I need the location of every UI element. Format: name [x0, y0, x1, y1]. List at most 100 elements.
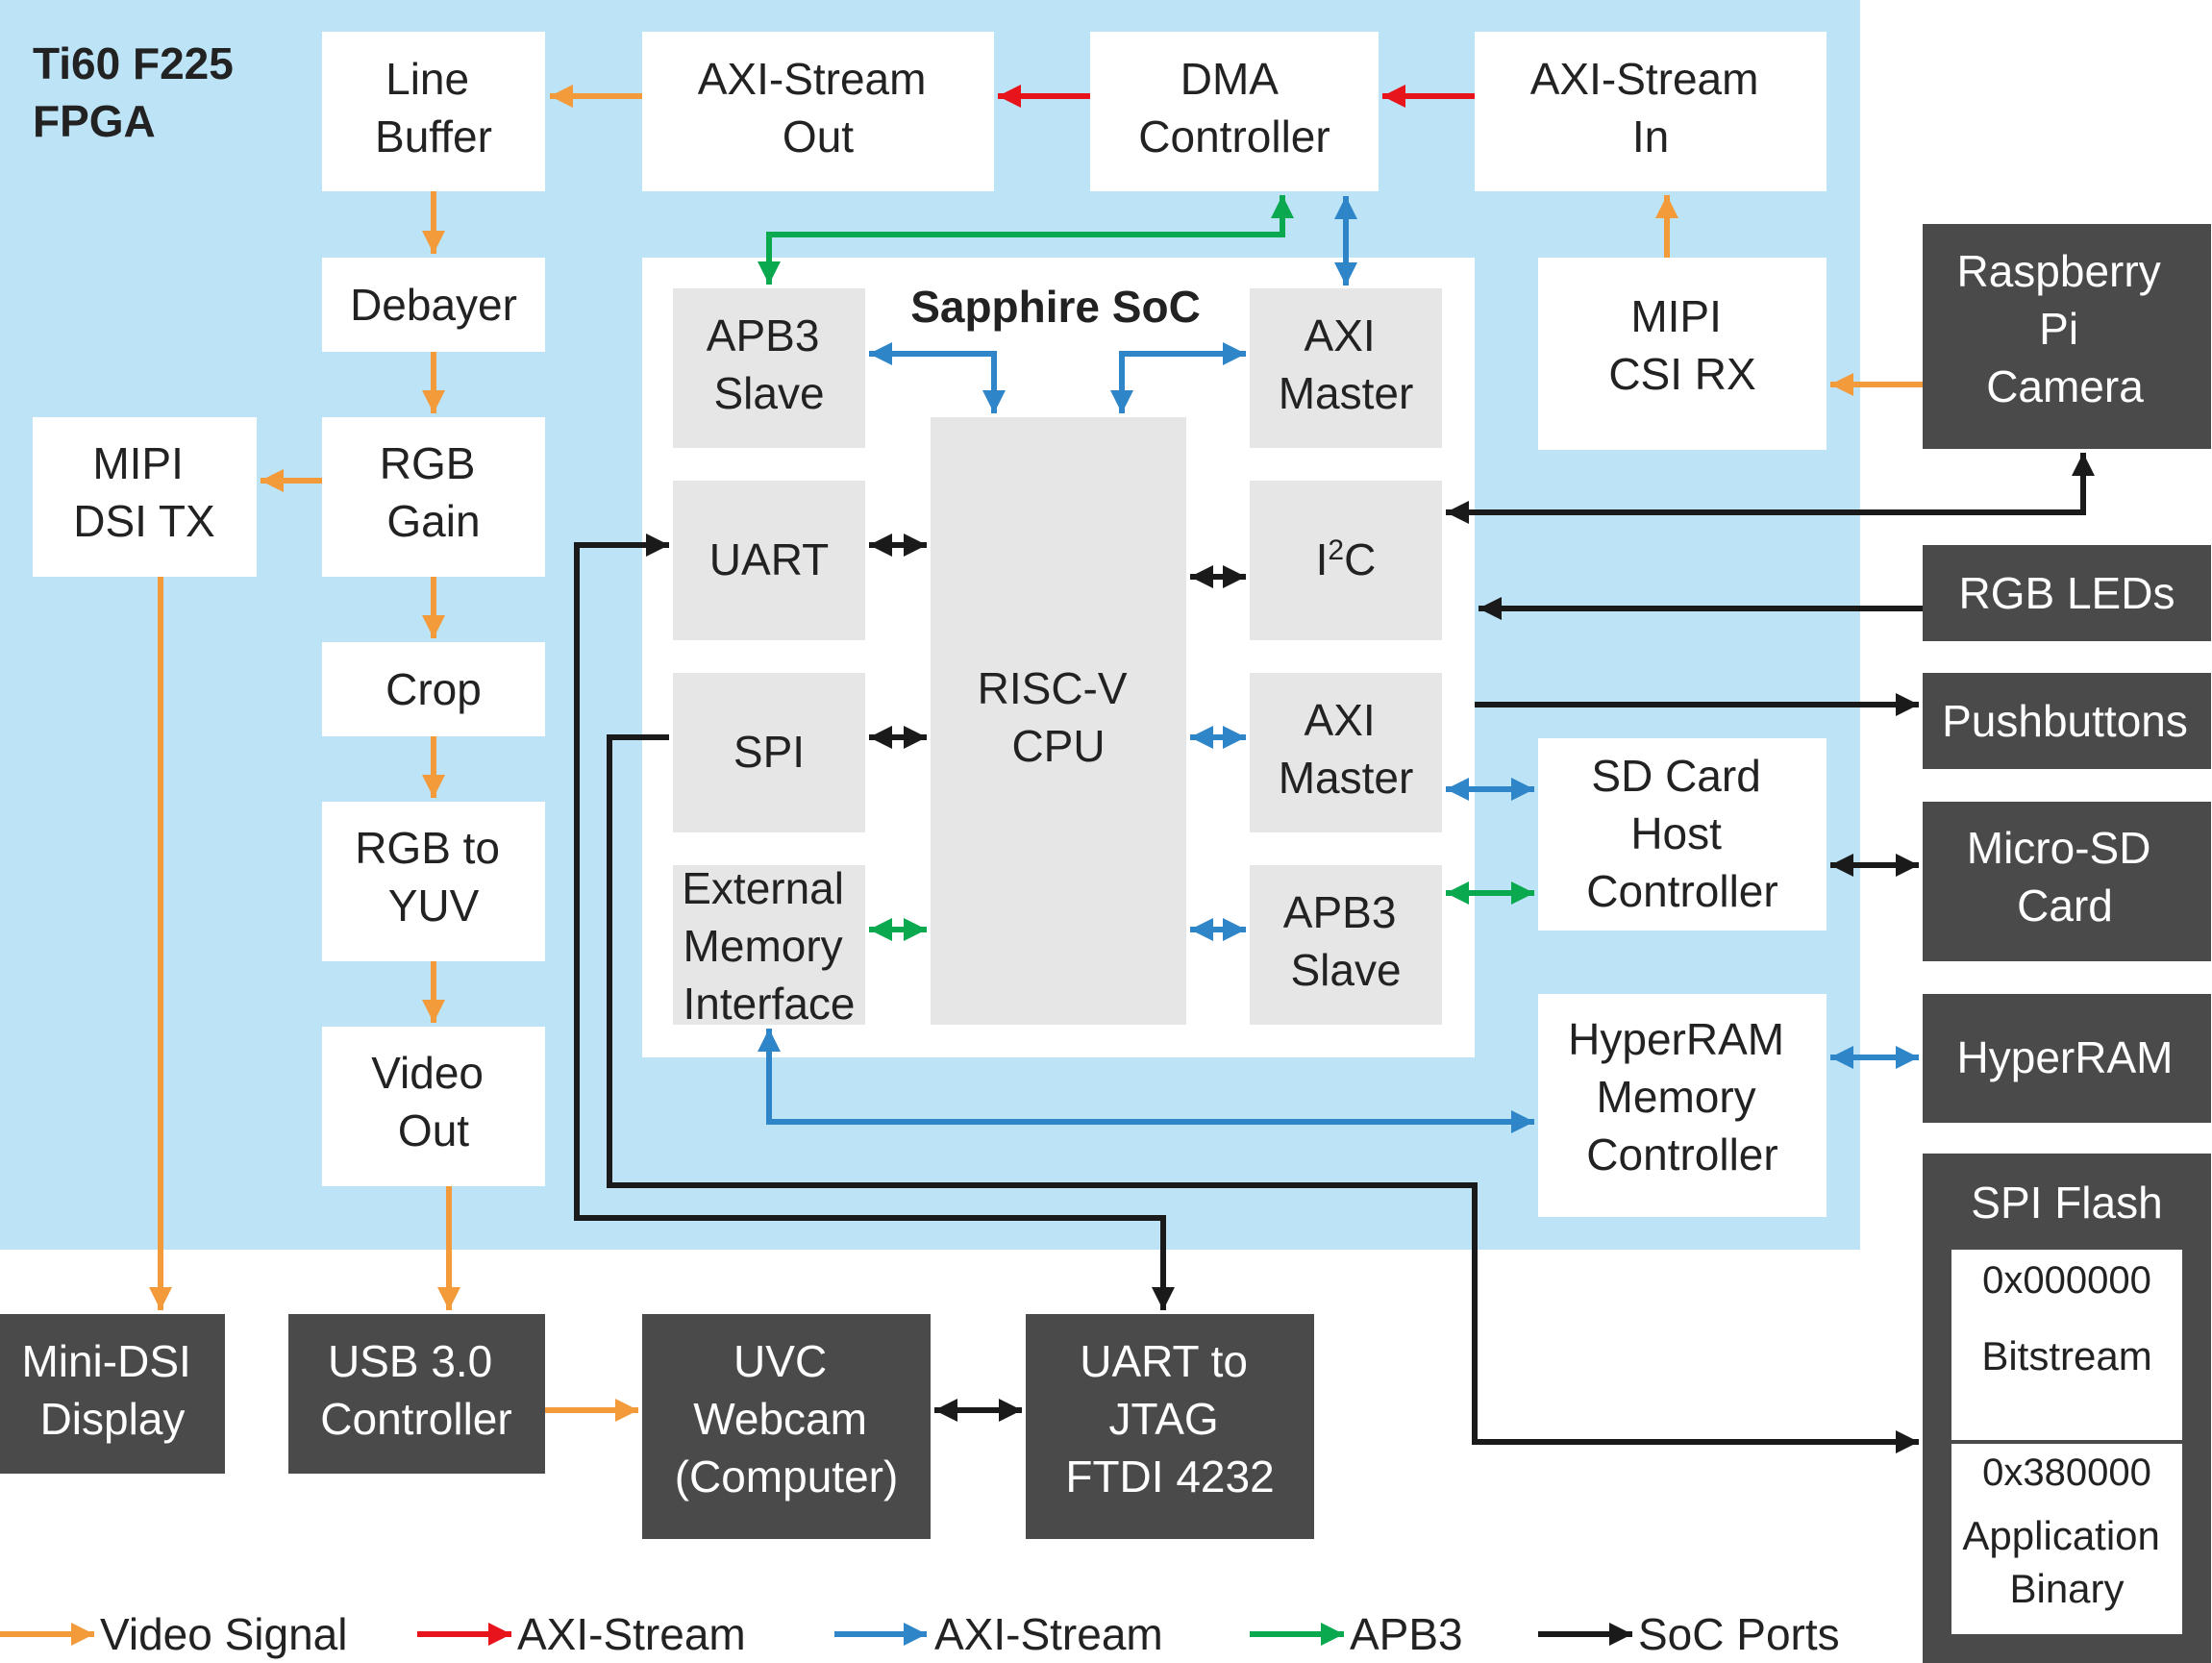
hyperram-ctrl-line-2: Memory [1597, 1072, 1756, 1122]
hyperram-memory-controller-block: HyperRAM Memory Controller [1538, 994, 1827, 1217]
axi-master-top-block: AXI Master [1250, 288, 1442, 448]
axi-master-mid-line-2: Master [1279, 753, 1414, 803]
apb3-slave-top-line-2: Slave [713, 368, 824, 418]
soc-port-arrow-i2c-to-camera [1446, 453, 2095, 524]
sd-card-host-controller-block: SD Card Host Controller [1538, 738, 1827, 931]
i2c-block: I2C [1250, 481, 1442, 640]
spi-flash-label-2-line-2: Binary [2009, 1566, 2124, 1611]
axis-out-block: AXI-Stream Out [642, 32, 994, 191]
mipi-dsi-tx-text: MIPI DSI TX [73, 438, 214, 546]
spi-flash-label-2: Application Binary [1962, 1513, 2171, 1611]
spi-text: SPI [733, 727, 805, 777]
spi-flash-label-2-line-1: Application [1962, 1513, 2159, 1558]
rgb-gain-block: RGB Gain [322, 417, 545, 577]
mini-dsi-text: Mini-DSI Display [21, 1336, 203, 1444]
apb3-green-arrow-dma-to-apb3-slave [758, 195, 1294, 285]
fpga-label-line-2: FPGA [33, 96, 156, 146]
mipi-csi-rx-block: MIPI CSI RX [1538, 258, 1827, 450]
mipi-dsi-tx-line-2: DSI TX [73, 496, 214, 546]
axi-blue-arrow-apb3-slave-to-cpu [869, 342, 1006, 413]
uvc-line-3: (Computer) [675, 1452, 899, 1502]
apb3-slave-top-text: APB3 Slave [707, 310, 832, 418]
hyperram-ctrl-line-3: Controller [1586, 1129, 1777, 1179]
debayer-block: Debayer [322, 258, 545, 352]
fpga-label-line-1: Ti60 F225 [33, 38, 234, 88]
usb3-text: USB 3.0 Controller [320, 1336, 511, 1444]
axi-master-mid-block: AXI Master [1250, 673, 1442, 832]
uart-block: UART [673, 481, 865, 640]
rgb-to-yuv-block: RGB to YUV [322, 802, 545, 961]
rgb-gain-line-2: Gain [386, 496, 480, 546]
micro-sd-card-block: Micro-SD Card [1923, 802, 2211, 961]
usb3-line-2: Controller [320, 1394, 511, 1444]
axi-master-mid-line-1: AXI [1305, 695, 1376, 745]
soc-port-arrow-spi-to-flash [607, 734, 1919, 1453]
apb3-slave-top-block: APB3 Slave [673, 288, 865, 448]
dma-line-1: DMA [1181, 54, 1280, 104]
rgb-to-yuv-text: RGB to YUV [355, 823, 512, 931]
axis-out-text: AXI-Stream Out [698, 54, 939, 161]
uvc-text: UVC Webcam (Computer) [675, 1336, 899, 1502]
dma-text: DMA Controller [1138, 54, 1330, 161]
rgb-leds-block: RGB LEDs [1923, 545, 2211, 641]
ext-mem-text: External Memory Interface [682, 863, 857, 1029]
usb3-controller-block: USB 3.0 Controller [288, 1314, 545, 1474]
legend-apb3-label: APB3 [1350, 1609, 1463, 1659]
axi-blue-arrow-cpu-to-axi-master [1110, 342, 1246, 413]
uart-to-jtag-block: UART to JTAG FTDI 4232 [1026, 1314, 1314, 1539]
axi-master-top-line-1: AXI [1305, 310, 1376, 360]
spi-flash-addr-1: 0x000000 [1982, 1259, 2151, 1302]
hyperram-block: HyperRAM [1923, 994, 2211, 1123]
video-out-block: Video Out [322, 1027, 545, 1186]
uart-jtag-text: UART to JTAG FTDI 4232 [1065, 1336, 1274, 1502]
uvc-webcam-block: UVC Webcam (Computer) [642, 1314, 931, 1539]
axi-master-mid-text: AXI Master [1279, 695, 1414, 803]
ext-mem-line-3: Interface [683, 979, 856, 1029]
uart-jtag-line-3: FTDI 4232 [1065, 1452, 1274, 1502]
mipi-csi-rx-text: MIPI CSI RX [1608, 291, 1755, 399]
micro-sd-line-2: Card [2017, 881, 2113, 931]
mini-dsi-line-1: Mini-DSI [21, 1336, 190, 1386]
legend-axis-red-label: AXI-Stream [517, 1609, 746, 1659]
video-out-line-2: Out [398, 1105, 469, 1155]
uart-text: UART [709, 534, 829, 584]
mipi-dsi-tx-block: MIPI DSI TX [33, 417, 257, 577]
mini-dsi-line-2: Display [40, 1394, 186, 1444]
apb3-slave-bottom-block: APB3 Slave [1250, 865, 1442, 1025]
sd-host-line-3: Controller [1586, 866, 1777, 916]
rgb-gain-line-1: RGB [380, 438, 476, 488]
axi-master-top-text: AXI Master [1279, 310, 1414, 418]
axis-in-block: AXI-Stream In [1475, 32, 1827, 191]
ext-mem-line-2: Memory [683, 921, 843, 971]
axis-in-text: AXI-Stream In [1530, 54, 1772, 161]
axis-in-line-1: AXI-Stream [1530, 54, 1759, 104]
legend-axis-blue-label: AXI-Stream [934, 1609, 1163, 1659]
hyperram-ctrl-text: HyperRAM Memory Controller [1568, 1014, 1797, 1179]
apb3-slave-bottom-line-2: Slave [1290, 945, 1401, 995]
apb3-slave-top-line-1: APB3 [707, 310, 820, 360]
raspberry-pi-camera-block: Raspberry Pi Camera [1923, 224, 2211, 449]
hyperram-ctrl-line-1: HyperRAM [1568, 1014, 1784, 1064]
i2c-tail: C [1344, 534, 1376, 584]
hyperram-text: HyperRAM [1957, 1032, 2174, 1082]
fpga-label: Ti60 F225 FPGA [33, 38, 246, 146]
legend-soc-ports-label: SoC Ports [1638, 1609, 1840, 1659]
uvc-line-1: UVC [733, 1336, 827, 1386]
external-memory-interface-block: External Memory Interface [673, 863, 865, 1029]
i2c-text: I2C [1316, 534, 1377, 584]
debayer-text: Debayer [350, 280, 517, 330]
mipi-csi-rx-line-1: MIPI [1630, 291, 1722, 341]
crop-block: Crop [322, 642, 545, 736]
video-out-line-1: Video [371, 1048, 484, 1098]
rgb-gain-text: RGB Gain [380, 438, 487, 546]
line-buffer-line-2: Buffer [375, 112, 492, 161]
axis-in-line-2: In [1632, 112, 1669, 161]
uvc-line-2: Webcam [693, 1394, 867, 1444]
sd-host-line-2: Host [1630, 808, 1722, 858]
spi-flash-addr-2: 0x380000 [1982, 1452, 2151, 1494]
cpu-line-2: CPU [1011, 721, 1105, 771]
sd-host-text: SD Card Host Controller [1586, 751, 1777, 916]
axis-out-line-2: Out [783, 112, 854, 161]
video-out-text: Video Out [371, 1048, 496, 1155]
